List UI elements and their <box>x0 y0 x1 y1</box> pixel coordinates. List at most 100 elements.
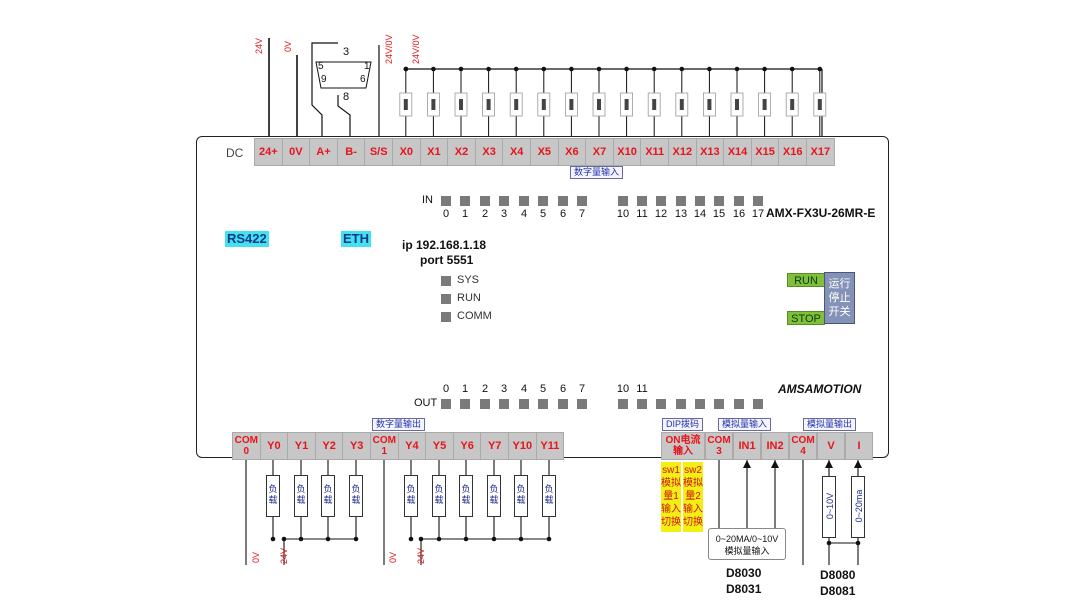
load-0-2: 负 载 <box>321 475 335 517</box>
terminal-com-1[interactable]: COM 1 <box>370 432 399 460</box>
out-led-3 <box>499 399 509 409</box>
db9-pin-3: 3 <box>343 46 350 58</box>
in-number-13: 15 <box>712 208 726 220</box>
terminal-x12[interactable]: X12 <box>668 138 697 166</box>
register-d8031: D8031 <box>726 582 762 596</box>
terminal-x14[interactable]: X14 <box>723 138 752 166</box>
terminal-right-4[interactable]: COM 4 <box>789 432 817 460</box>
bottom-wire-0v-b: 0V <box>388 551 398 563</box>
out-led-15 <box>753 399 763 409</box>
out-led-12 <box>695 399 705 409</box>
ip-address: ip 192.168.1.18 <box>402 238 487 252</box>
terminal-y1[interactable]: Y1 <box>287 432 316 460</box>
terminal-x6[interactable]: X6 <box>557 138 587 166</box>
analog-out-voltage: 0~10V <box>822 476 836 538</box>
terminal-x17[interactable]: X17 <box>806 138 835 166</box>
bus-node <box>679 66 685 72</box>
terminal-24-[interactable]: 24+ <box>254 138 283 166</box>
status-label-sys: SYS <box>457 274 480 286</box>
bus-node <box>624 66 629 72</box>
terminal-x7[interactable]: X7 <box>585 138 614 166</box>
terminal-right-6[interactable]: I <box>845 432 873 460</box>
load-1-2: 负 载 <box>459 475 473 517</box>
terminal-y6[interactable]: Y6 <box>452 432 482 460</box>
terminal-y11[interactable]: Y11 <box>535 432 565 460</box>
terminal-a-[interactable]: A+ <box>309 138 338 166</box>
terminal-right-3[interactable]: IN2 <box>761 432 789 460</box>
out-led-9 <box>637 399 647 409</box>
bus-node <box>596 66 602 72</box>
in-number-3: 3 <box>500 208 508 220</box>
bus-node <box>707 66 712 72</box>
output-wiring-group <box>245 460 552 565</box>
bus-node <box>789 66 795 72</box>
input-switch-group <box>399 66 827 138</box>
terminal-right-0[interactable]: ON电流 输入 <box>661 432 705 460</box>
load-0-3: 负 载 <box>349 475 363 517</box>
terminal-x16[interactable]: X16 <box>778 138 807 166</box>
terminal-y5[interactable]: Y5 <box>425 432 454 460</box>
db9-row2-start: 9 <box>321 74 327 85</box>
terminal-x0[interactable]: X0 <box>392 138 421 166</box>
status-label-comm: COMM <box>457 310 492 322</box>
out-number-5: 5 <box>539 383 547 395</box>
in-led-9 <box>637 196 647 206</box>
terminal-0v[interactable]: 0V <box>281 138 311 166</box>
load-1-4: 负 载 <box>514 475 528 517</box>
terminal-x13[interactable]: X13 <box>695 138 725 166</box>
terminal-right-2[interactable]: IN1 <box>733 432 761 460</box>
status-led-comm <box>441 312 451 322</box>
bottom-wire-24v-a: 24V <box>279 547 289 564</box>
out-led-10 <box>656 399 666 409</box>
out-number-6: 6 <box>559 383 567 395</box>
terminal-x1[interactable]: X1 <box>419 138 449 166</box>
terminal-x3[interactable]: X3 <box>474 138 504 166</box>
register-d8080: D8080 <box>820 568 856 582</box>
terminal-b-[interactable]: B- <box>336 138 366 166</box>
terminal-right-1[interactable]: COM 3 <box>705 432 733 460</box>
terminal-x5[interactable]: X5 <box>530 138 559 166</box>
out-number-3: 3 <box>500 383 508 395</box>
terminal-y0[interactable]: Y0 <box>259 432 289 460</box>
in-led-8 <box>618 196 628 206</box>
out-number-8: 10 <box>616 383 630 395</box>
in-led-0 <box>441 196 451 206</box>
out-number-9: 11 <box>636 383 648 395</box>
in-number-2: 2 <box>481 208 489 220</box>
analog-input-box: 0~20MA/0~10V 模拟量输入 <box>708 528 786 560</box>
terminal-y4[interactable]: Y4 <box>397 432 427 460</box>
terminal-x15[interactable]: X15 <box>750 138 780 166</box>
bus-node <box>817 66 823 72</box>
in-number-12: 14 <box>693 208 707 220</box>
in-number-9: 11 <box>636 208 648 220</box>
run-indicator: RUN <box>787 273 825 287</box>
terminal-y2[interactable]: Y2 <box>314 432 344 460</box>
dip-switch-2-note: sw2 模拟 量2 输入 切换 <box>683 462 703 532</box>
status-label-run: RUN <box>457 292 481 304</box>
terminal-x10[interactable]: X10 <box>612 138 642 166</box>
stop-indicator: STOP <box>787 311 825 325</box>
bus-node <box>486 66 491 72</box>
terminal-x2[interactable]: X2 <box>447 138 476 166</box>
terminal-x11[interactable]: X11 <box>640 138 669 166</box>
in-number-7: 7 <box>578 208 586 220</box>
terminal-x4[interactable]: X4 <box>502 138 531 166</box>
terminal-y7[interactable]: Y7 <box>480 432 509 460</box>
in-number-14: 16 <box>732 208 746 220</box>
in-number-4: 4 <box>520 208 528 220</box>
terminal-right-5[interactable]: V <box>817 432 845 460</box>
terminal-y3[interactable]: Y3 <box>342 432 371 460</box>
in-number-6: 6 <box>559 208 567 220</box>
analog-out-current-label: 0~20ma <box>854 489 864 523</box>
register-d8030: D8030 <box>726 566 762 580</box>
terminal-com-0[interactable]: COM 0 <box>232 432 261 460</box>
terminal-s-s[interactable]: S/S <box>364 138 393 166</box>
bus-node <box>651 66 657 72</box>
status-led-sys <box>441 276 451 286</box>
run-stop-switch[interactable]: 运行 停止 开关 <box>824 272 855 324</box>
in-number-10: 12 <box>654 208 668 220</box>
in-led-15 <box>753 196 763 206</box>
terminal-y10[interactable]: Y10 <box>508 432 537 460</box>
out-number-0: 0 <box>442 383 450 395</box>
out-led-13 <box>714 399 724 409</box>
